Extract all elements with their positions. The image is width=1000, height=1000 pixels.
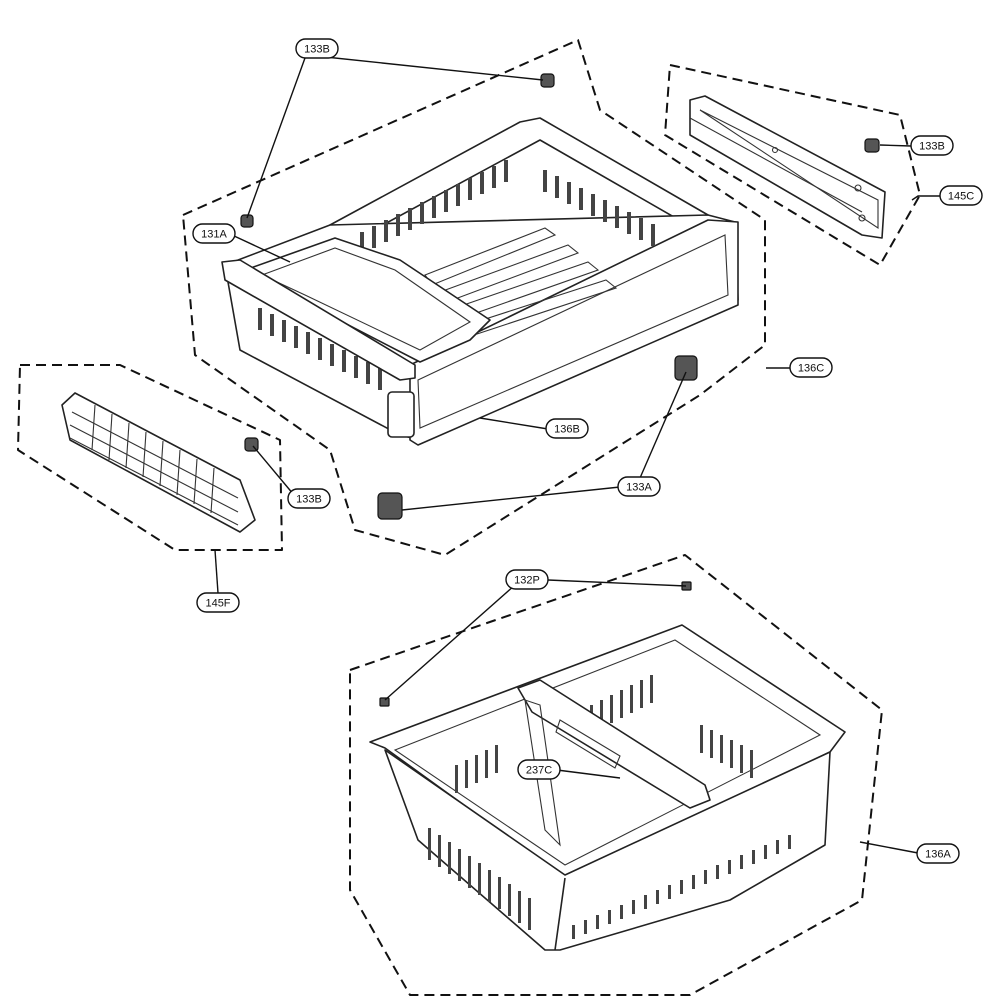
callout-136b: 136B (545, 418, 589, 439)
callout-133b-left-label: 133B (296, 494, 322, 506)
upper-drawer (221, 117, 739, 446)
upper-drawer-group-outline (182, 39, 766, 556)
callout-133a-label: 133A (626, 482, 652, 494)
clip-133b-drawer (240, 214, 254, 228)
basket-inner-slots (455, 675, 753, 793)
clip-133a-left (377, 492, 403, 520)
callout-145f-label: 145F (205, 598, 230, 610)
callout-132p-label: 132P (514, 575, 540, 587)
lower-basket (369, 624, 846, 951)
divider-237c (517, 679, 711, 809)
callout-145c-label: 145C (948, 191, 974, 203)
clip-133b-top (540, 73, 555, 88)
callout-133b-top-label: 133B (304, 44, 330, 56)
callout-145f: 145F (196, 592, 240, 613)
drawer-side-slots (258, 308, 382, 390)
callout-131a: 131A (192, 223, 236, 244)
callout-136a: 136A (916, 843, 960, 864)
rail-right-group-outline (664, 64, 921, 266)
clip-133a-right (674, 355, 698, 381)
basket-bottom-teeth (572, 835, 791, 939)
callout-237c: 237C (517, 759, 561, 780)
callout-133b-right-label: 133B (919, 141, 945, 153)
callout-133b-top: 133B (295, 38, 339, 59)
callout-133a: 133A (617, 476, 661, 497)
pad-132p-left (379, 697, 390, 707)
rail-145c (689, 95, 886, 239)
callout-136b-label: 136B (554, 424, 580, 436)
callout-145c: 145C (939, 185, 983, 206)
rail-left-group-outline (17, 364, 283, 551)
rail-145f (61, 392, 256, 533)
leader-lines (214, 55, 943, 854)
basket-front-slots (428, 828, 531, 930)
callout-237c-label: 237C (526, 765, 552, 777)
drawer-back-slots (360, 160, 655, 254)
callout-133b-right: 133B (910, 135, 954, 156)
callout-136a-label: 136A (925, 849, 951, 861)
callout-133b-left: 133B (287, 488, 331, 509)
clip-133b-rail-right (864, 138, 880, 153)
callout-131a-label: 131A (201, 229, 227, 241)
rail-145f-grid (69, 404, 239, 526)
callout-132p: 132P (505, 569, 549, 590)
callout-136c: 136C (789, 357, 833, 378)
callout-136c-label: 136C (798, 363, 824, 375)
